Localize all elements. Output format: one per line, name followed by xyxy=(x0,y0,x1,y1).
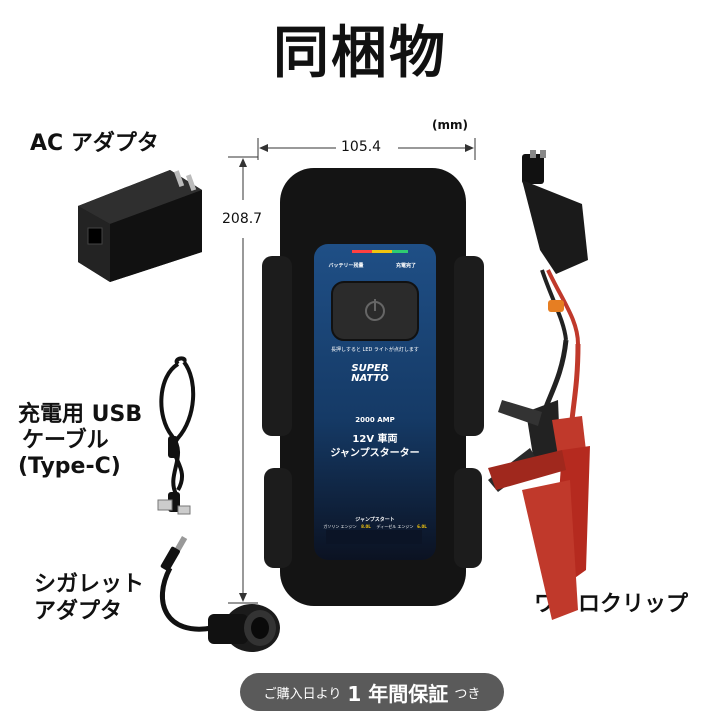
label-usb-cable-1: 充電用 USB xyxy=(18,402,143,427)
device-product-2: ジャンプスターター xyxy=(330,448,420,459)
cigarette-adapter-image xyxy=(160,536,280,652)
warranty-main: 1 年間保証 xyxy=(347,681,449,706)
label-usb-cable-2: ケーブル xyxy=(22,428,109,453)
label-usb-cable-3: (Type-C) xyxy=(18,454,121,479)
device-diesel: ディーゼル エンジン xyxy=(376,524,414,529)
jump-starter-device: バッテリー残量 充電完了 長押しすると LED ライトが点灯します SUPER … xyxy=(262,168,484,606)
label-ac-adapter: AC アダプタ xyxy=(30,131,159,156)
usb-cable-image xyxy=(157,356,196,515)
dimension-width: 105.4 xyxy=(341,139,382,155)
device-battery-remaining: バッテリー残量 xyxy=(328,263,364,269)
device-body xyxy=(262,168,484,606)
device-amp: 2000 AMP xyxy=(355,416,395,424)
page-title: 同梱物 xyxy=(273,21,447,86)
device-charge-complete: 充電完了 xyxy=(395,263,416,269)
dimension-height: 208.7 xyxy=(222,211,263,227)
device-gasoline-value: 8.0L xyxy=(361,524,371,529)
label-cigarette-1: シガレット xyxy=(34,572,145,597)
warranty-suffix: つき xyxy=(454,686,481,702)
device-brand-1: SUPER xyxy=(351,363,389,374)
device-brand-2: NATTO xyxy=(351,373,389,384)
device-gasoline: ガソリン エンジン xyxy=(323,524,357,529)
device-diesel-value: 6.0L xyxy=(417,524,427,529)
device-long-press-note: 長押しすると LED ライトが点灯します xyxy=(331,347,419,353)
ac-adapter-image xyxy=(78,170,202,282)
device-jump-start: ジャンプスタート xyxy=(355,517,395,523)
warranty-badge: ご購入日より 1 年間保証 つき xyxy=(240,673,504,711)
alligator-clip-image xyxy=(488,150,590,620)
warranty-prefix: ご購入日より xyxy=(263,686,342,702)
label-cigarette-2: アダプタ xyxy=(34,599,123,624)
dimension-unit: (mm) xyxy=(432,118,468,132)
device-product-1: 12V 車両 xyxy=(352,434,398,445)
